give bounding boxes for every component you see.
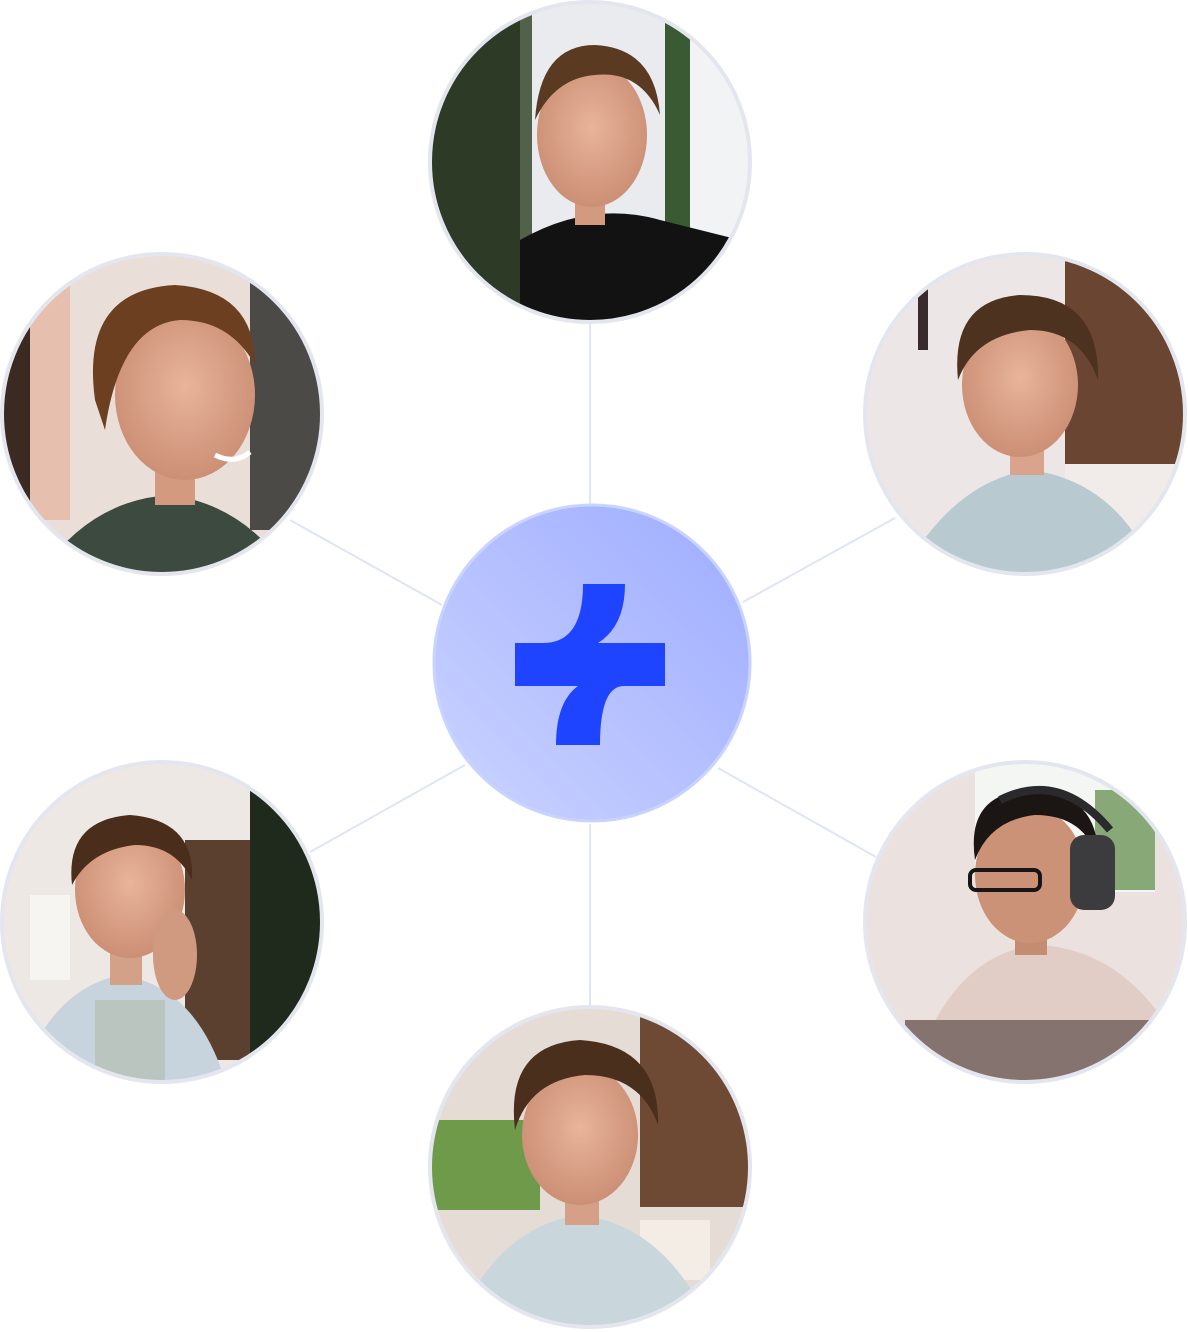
- connector-top-right: [742, 517, 896, 603]
- person-photo: [865, 254, 1185, 574]
- connector-lines: [289, 322, 896, 1007]
- person-photo: [430, 2, 750, 322]
- avatar-ring: [0, 252, 324, 576]
- avatar-ring: [863, 252, 1187, 576]
- team-member-bottom-left: [0, 760, 324, 1084]
- brand-logo-icon: [515, 584, 665, 745]
- avatar-ring: [428, 0, 752, 324]
- connector-bottom-left: [309, 764, 466, 853]
- avatar-ring: [863, 760, 1187, 1084]
- team-member-bottom: [428, 1005, 752, 1329]
- avatar-ring: [0, 760, 324, 1084]
- team-member-top-left: [0, 252, 324, 576]
- person-photo: [430, 1007, 750, 1327]
- connector-bottom-right: [717, 767, 877, 858]
- connector-top-left: [289, 519, 443, 606]
- avatar-ring: [428, 1005, 752, 1329]
- team-member-top-right: [863, 252, 1187, 576]
- team-member-top: [428, 0, 752, 324]
- team-member-bottom-right: [863, 760, 1187, 1084]
- central-hub: [432, 503, 752, 823]
